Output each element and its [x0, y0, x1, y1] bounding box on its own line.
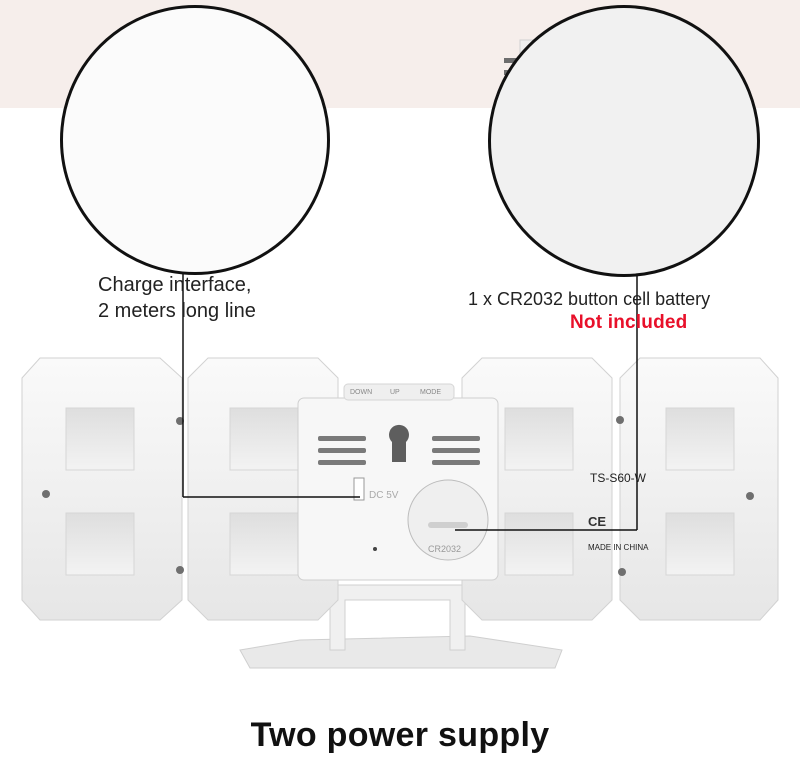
button-label-mode: MODE — [420, 389, 441, 396]
dc-port — [353, 477, 365, 501]
digit-block-4 — [619, 357, 779, 621]
hanging-keyhole — [389, 424, 410, 462]
not-included-warning: Not included — [570, 312, 688, 333]
battery-cover — [407, 479, 489, 561]
made-in-text: MADE IN CHINA — [588, 543, 649, 552]
vent-slots — [318, 436, 480, 465]
battery-label: 1 x CR2032 button cell battery — [468, 289, 711, 309]
digit-block-1 — [21, 357, 183, 621]
battery-marking-text: CR2032 — [428, 544, 461, 554]
charge-label-line-2: 2 meters long line — [98, 300, 256, 322]
button-label-down: DOWN — [350, 389, 372, 396]
digit-block-3 — [461, 357, 613, 621]
button-label-up: UP — [390, 389, 400, 396]
charge-cable-zoom-circle — [60, 5, 330, 275]
charge-interface-label: Charge interface, 2 meters long line — [98, 272, 256, 324]
control-housing — [297, 383, 499, 581]
ce-mark: CE — [588, 514, 606, 529]
battery-zoom-circle — [488, 5, 760, 277]
footer-title: Two power supply — [250, 716, 550, 754]
clock-stand — [239, 584, 563, 669]
leader-lines — [182, 271, 638, 531]
screws — [42, 416, 754, 576]
model-text: TS-S60-W — [590, 471, 647, 485]
button-labels: DOWN UP MODE — [350, 389, 441, 396]
charge-label-line-1: Charge interface, — [98, 274, 252, 296]
dc-label-text: DC 5V — [369, 490, 399, 501]
footer-band — [0, 712, 800, 760]
